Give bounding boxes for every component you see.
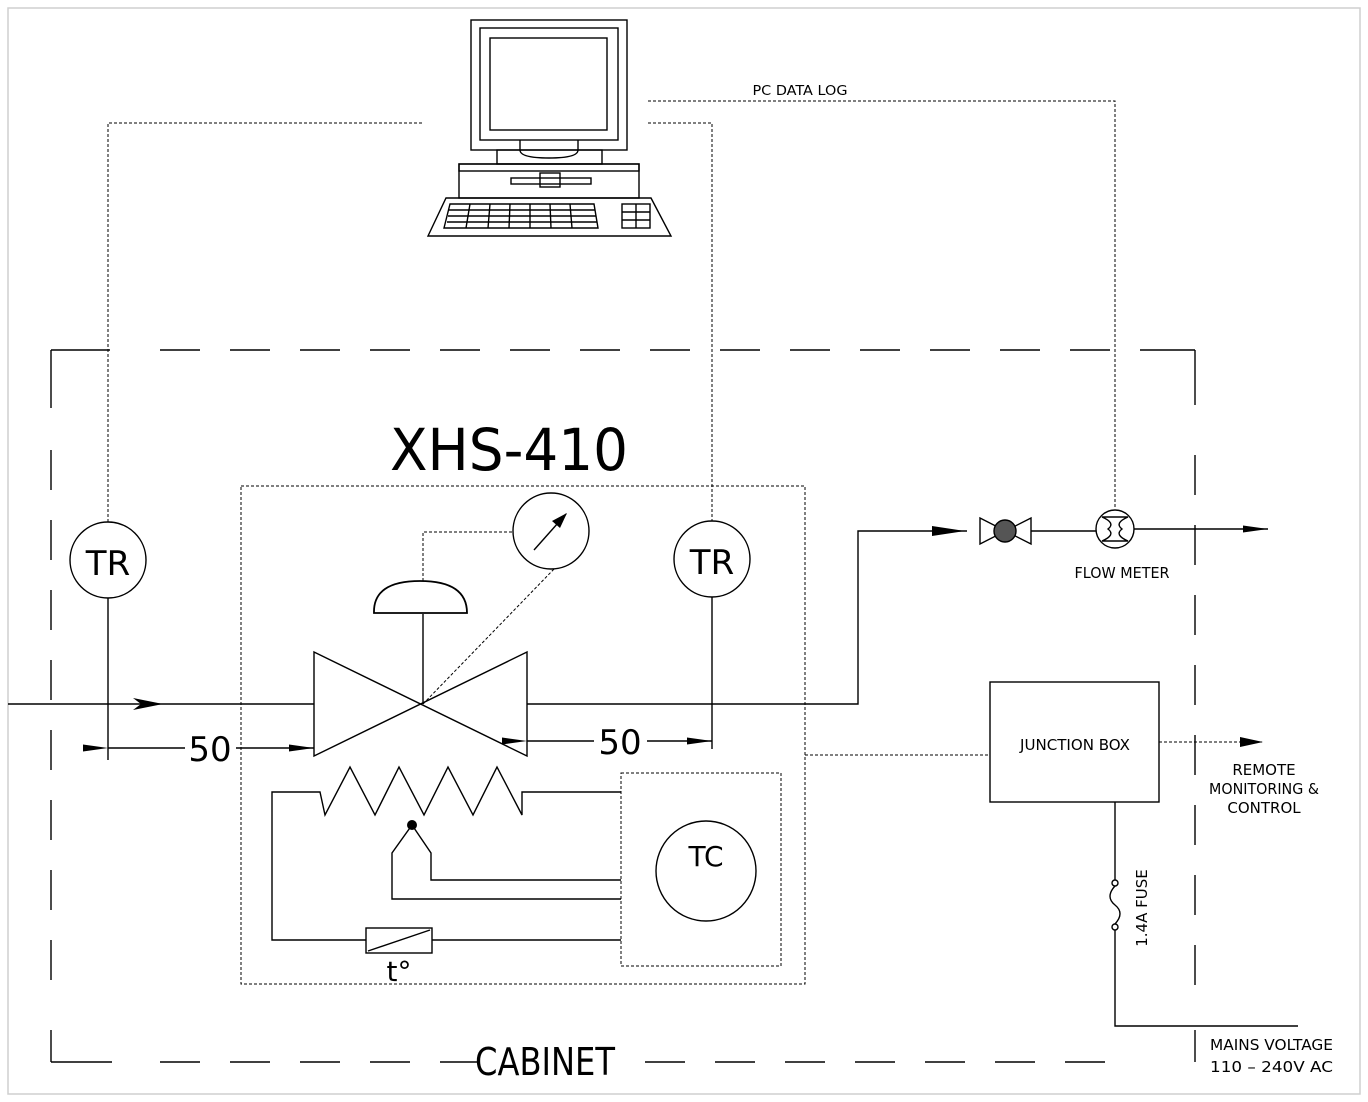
drawing-frame: [7, 7, 1361, 1095]
data-log-lines: [107, 100, 1116, 522]
dimension-right: 50: [502, 723, 712, 763]
fuse-icon: [1109, 879, 1121, 931]
tr-right-label: TR: [689, 543, 734, 583]
remote-label-line3: CONTROL: [1227, 799, 1301, 817]
dimension-right-label: 50: [598, 723, 641, 763]
flow-meter-label: FLOW METER: [1075, 564, 1170, 582]
thermocouple-icon: [391, 820, 621, 900]
pc-data-log-label: PC DATA LOG: [753, 84, 848, 99]
fuse-label: 1.4A FUSE: [1133, 869, 1151, 947]
junction-box-label: JUNCTION BOX: [1019, 736, 1130, 754]
computer-icon: [426, 19, 673, 237]
outlet-arrow-icon: [932, 526, 965, 536]
unit-boundary: [240, 485, 806, 985]
tc-controller-circle: [655, 820, 757, 922]
cabinet-outline: [50, 349, 1196, 1063]
tr-left-label: TR: [85, 544, 130, 584]
mains-label-line1: MAINS VOLTAGE: [1210, 1036, 1333, 1054]
tc-label: TC: [687, 840, 723, 873]
dimension-left: 50: [83, 730, 314, 770]
ball-valve-icon: [979, 516, 1032, 546]
dimension-left-label: 50: [188, 730, 231, 770]
inlet-arrow-icon: [133, 698, 163, 710]
remote-label-line1: REMOTE: [1232, 761, 1295, 779]
heater-coil-icon: [271, 765, 621, 941]
remote-label-line2: MONITORING &: [1209, 780, 1319, 798]
tc-controller-box: [620, 772, 782, 967]
mains-label-line2: 110 – 240V AC: [1210, 1058, 1333, 1076]
unit-title: XHS-410: [390, 416, 628, 484]
temp-sensor-label: t°: [387, 955, 412, 988]
outlet-pipe: [527, 530, 967, 705]
control-valve-icon: [313, 580, 528, 758]
cabinet-label: CABINET: [475, 1040, 616, 1084]
flow-meter-icon: [1095, 509, 1135, 549]
pressure-gauge-icon: [422, 492, 590, 705]
